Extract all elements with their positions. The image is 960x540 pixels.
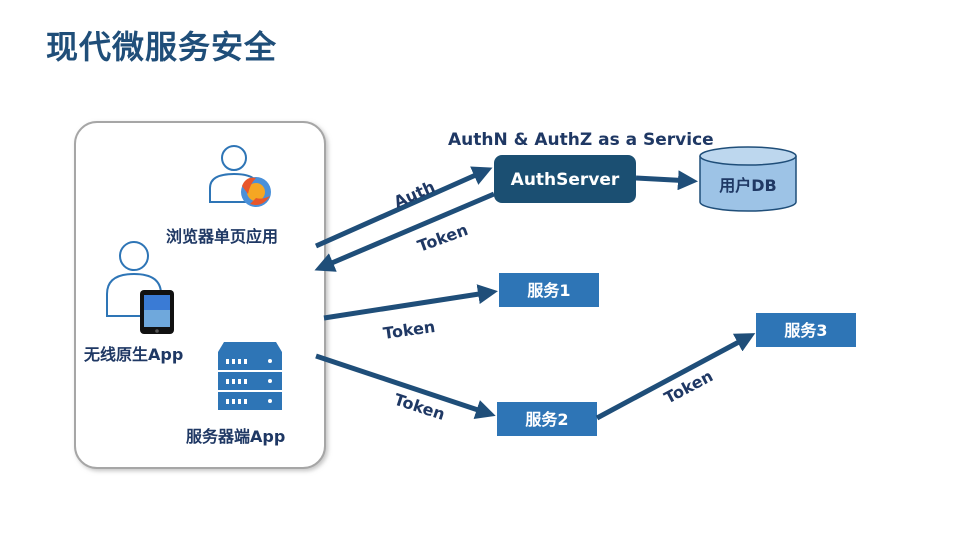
- service3-arrow: [595, 333, 756, 421]
- token-return-arrow: [314, 191, 495, 272]
- token-service1-label: Token: [382, 317, 436, 343]
- service2-box: [497, 402, 597, 436]
- auth-server-box: [494, 155, 636, 203]
- auth-arrow-label: Auth: [391, 177, 438, 212]
- token-service3-label: Token: [661, 366, 716, 407]
- browser-icon: [241, 177, 271, 207]
- native-client-label: 无线原生App: [83, 345, 183, 364]
- service3-label: 服务3: [784, 321, 827, 340]
- db-arrow: [635, 170, 698, 191]
- service1-arrow: [323, 284, 498, 321]
- server-icon: [218, 342, 282, 410]
- auth-arrow: [314, 166, 493, 249]
- service2-arrow: [315, 353, 496, 420]
- user-db-cylinder: [699, 146, 797, 212]
- service2-label: 服务2: [525, 410, 568, 429]
- page-title: 现代微服务安全: [46, 28, 278, 66]
- tablet-icon: [140, 290, 174, 334]
- spa-client-label: 浏览器单页应用: [166, 227, 278, 246]
- service1-label: 服务1: [527, 281, 570, 300]
- auth-service-heading: AuthN & AuthZ as a Service: [448, 130, 714, 150]
- service3-box: [756, 313, 856, 347]
- server-client-label: 服务器端App: [186, 427, 285, 446]
- service1-box: [499, 273, 599, 307]
- auth-server-label: AuthServer: [511, 170, 620, 190]
- user-db-label: 用户DB: [719, 176, 776, 195]
